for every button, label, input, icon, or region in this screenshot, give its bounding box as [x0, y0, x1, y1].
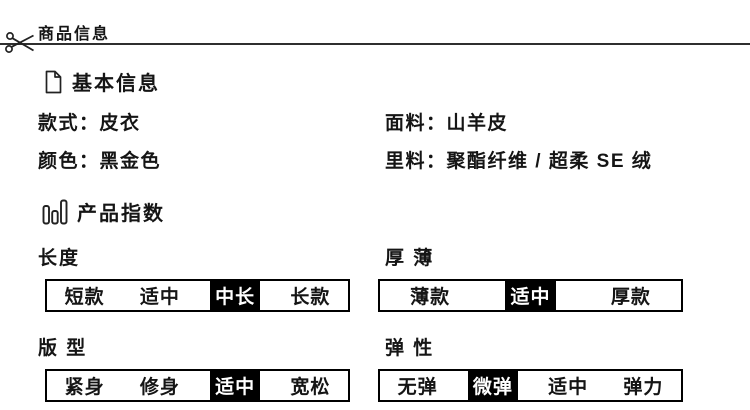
scale-label-thickness: 厚 薄: [385, 248, 435, 269]
scale-option-selected: 适中: [480, 281, 580, 310]
field-label: 面料: [385, 113, 427, 134]
scale-option-selected: 适中: [198, 371, 273, 400]
basic-info-title: 基本信息: [72, 73, 160, 95]
field-label: 款式: [38, 113, 80, 134]
scale-option-selected: 中长: [198, 281, 273, 310]
field-lining: 里料：聚酯纤维 / 超柔 SE 绒: [385, 146, 652, 173]
scale-option: 修身: [139, 377, 180, 398]
page-title: 商品信息: [38, 26, 111, 43]
field-separator: ：: [426, 151, 447, 172]
field-color: 颜色：黑金色: [38, 146, 161, 173]
field-fabric: 面料：山羊皮: [385, 108, 508, 135]
scissors-icon: [0, 28, 36, 58]
scale-length: 短款 适中 中长 长款: [45, 279, 350, 312]
field-label: 里料: [385, 151, 427, 172]
scale-option: 长款: [290, 287, 331, 308]
scale-label-elasticity: 弹 性: [385, 338, 435, 359]
scale-option: 薄款: [410, 287, 451, 308]
field-value: 山羊皮: [446, 113, 509, 134]
scale-option: 紧身: [64, 377, 105, 398]
product-index-section-header: 产品指数: [42, 197, 165, 226]
field-value: 黑金色: [99, 151, 162, 172]
field-style: 款式：皮衣: [38, 108, 141, 135]
scale-fit: 紧身 修身 适中 宽松: [45, 369, 350, 402]
scale-option: 短款: [64, 287, 105, 308]
scale-label-fit: 版 型: [38, 338, 88, 359]
document-icon: [44, 70, 63, 94]
scale-option: 厚款: [610, 287, 651, 308]
field-value: 皮衣: [99, 113, 141, 134]
scale-option: 适中: [139, 287, 180, 308]
bar-chart-icon: [42, 199, 68, 225]
scale-option: 无弹: [397, 377, 438, 398]
field-separator: ：: [79, 113, 100, 134]
basic-info-section-header: 基本信息: [44, 67, 160, 96]
cut-divider-line: [0, 43, 750, 45]
scale-option: 宽松: [290, 377, 331, 398]
scale-elasticity: 无弹 微弹 适中 弹力: [378, 369, 683, 402]
field-label: 颜色: [38, 151, 80, 172]
field-separator: ：: [79, 151, 100, 172]
field-value: 聚酯纤维 / 超柔 SE 绒: [446, 151, 653, 172]
product-index-title: 产品指数: [77, 203, 165, 225]
scale-option-selected: 微弹: [455, 371, 530, 400]
scale-option: 弹力: [623, 377, 664, 398]
scale-option: 适中: [548, 377, 589, 398]
scale-label-length: 长度: [38, 248, 81, 269]
scale-thickness: 薄款 适中 厚款: [378, 279, 683, 312]
field-separator: ：: [426, 113, 447, 134]
